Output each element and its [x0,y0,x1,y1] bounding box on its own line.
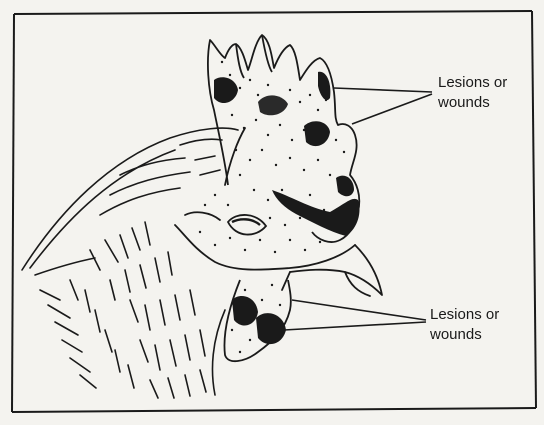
label-lower-line1: Lesions or [430,305,499,325]
label-lower-lesions: Lesions or wounds [430,305,499,345]
label-upper-line2: wounds [438,93,507,113]
label-upper-lesions: Lesions or wounds [438,73,507,113]
label-upper-line1: Lesions or [438,73,507,93]
label-lower-line2: wounds [430,325,499,345]
